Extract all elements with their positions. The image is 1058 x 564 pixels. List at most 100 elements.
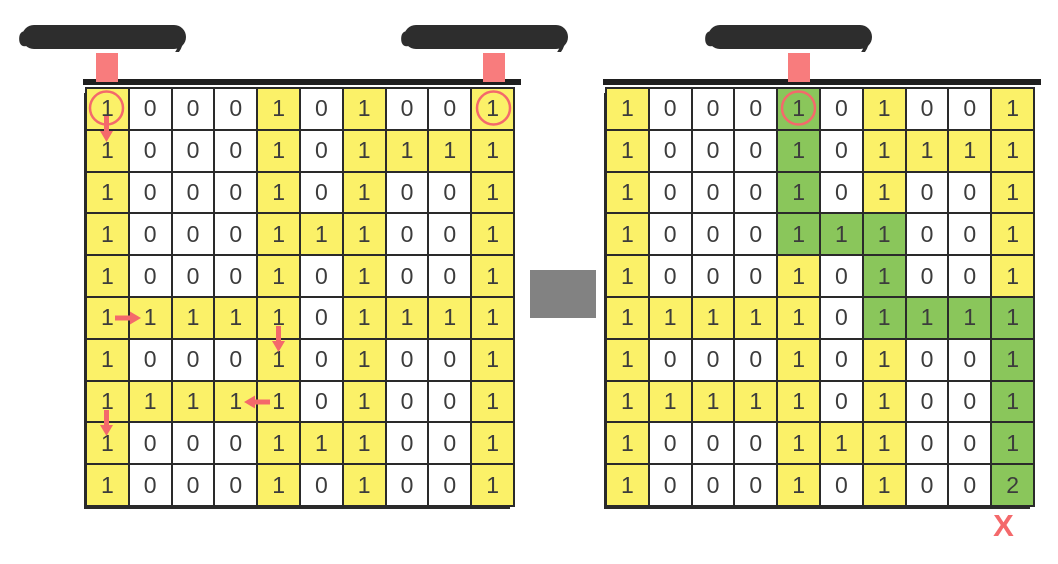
grid-cell-right-r2-c7: 0 (906, 172, 948, 213)
grid-cell-left-r5-c4: 1 (258, 297, 299, 338)
dfs-call-label-2: d ) (400, 22, 569, 52)
grid-cell-right-r9-c8: 0 (949, 465, 991, 505)
grid-cell-right-r6-c6: 1 (863, 339, 905, 380)
grid-cell-right-r3-c2: 0 (692, 214, 734, 255)
grid-cell-right-r9-c1: 0 (649, 465, 691, 505)
grid-cell-left-r5-c2: 1 (172, 297, 214, 338)
grid-cell-right-r5-c8: 1 (949, 297, 991, 338)
grid-cell-right-r7-c3: 1 (735, 381, 777, 422)
grid-cell-right-r2-c5: 0 (820, 172, 862, 213)
grid-cell-right-r7-c9: 1 (992, 381, 1033, 422)
grid-cell-right-r7-c2: 1 (692, 381, 734, 422)
grid-cell-left-r2-c2: 0 (172, 172, 214, 213)
grid-cell-left-r3-c1: 0 (129, 214, 171, 255)
grid-cell-left-r6-c7: 0 (386, 339, 428, 380)
grid-cell-left-r8-c7: 0 (386, 423, 428, 464)
grid-cell-left-r8-c2: 0 (172, 423, 214, 464)
grid-cell-right-r9-c6: 1 (863, 465, 905, 505)
grid-cell-left-r7-c8: 0 (429, 381, 471, 422)
grid-cell-right-r2-c3: 0 (735, 172, 777, 213)
grid-cell-right-r8-c3: 0 (735, 423, 777, 464)
grid-cell-right-r3-c8: 0 (949, 214, 991, 255)
grid-cell-right-r0-c0: 1 (607, 89, 648, 129)
grid-cell-right-r4-c4: 1 (778, 256, 819, 296)
grid-cell-right-r8-c9: 1 (992, 423, 1033, 464)
grid-cell-left-r3-c9: 1 (472, 214, 513, 255)
grid-cell-left-r9-c1: 0 (129, 465, 171, 505)
grid-cell-right-r3-c1: 0 (649, 214, 691, 255)
grid-cell-left-r3-c7: 0 (386, 214, 428, 255)
grid-cell-right-r5-c0: 1 (607, 297, 648, 338)
transform-arrow-block (530, 270, 596, 318)
grid-cell-left-r4-c2: 0 (172, 256, 214, 296)
grid-cell-right-r5-c6: 1 (863, 297, 905, 338)
grid-cell-right-r8-c6: 1 (863, 423, 905, 464)
grid-cell-left-r2-c5: 0 (300, 172, 342, 213)
grid-cell-left-r9-c8: 0 (429, 465, 471, 505)
grid-cell-left-r8-c5: 1 (300, 423, 342, 464)
dfs-call-label-1: d ) (18, 22, 187, 52)
grid-cell-right-r2-c8: 0 (949, 172, 991, 213)
grid-cell-right-r3-c3: 0 (735, 214, 777, 255)
grid-cell-right-r2-c0: 1 (607, 172, 648, 213)
grid-cell-left-r6-c3: 0 (215, 339, 257, 380)
grid-cell-right-r7-c1: 1 (649, 381, 691, 422)
grid-top-bar (603, 79, 1041, 85)
grid-cell-right-r6-c1: 0 (649, 339, 691, 380)
grid-cell-left-r0-c9: 1 (472, 89, 513, 129)
grid-cell-left-r2-c1: 0 (129, 172, 171, 213)
grid-cell-right-r3-c6: 1 (863, 214, 905, 255)
grid-cell-right-r5-c1: 1 (649, 297, 691, 338)
failure-x-mark: X (993, 508, 1014, 543)
grid-cell-right-r5-c7: 1 (906, 297, 948, 338)
grid-cell-left-r2-c6: 1 (343, 172, 385, 213)
grid-cell-left-r4-c1: 0 (129, 256, 171, 296)
redaction-bar (708, 25, 873, 49)
grid-cell-right-r8-c1: 0 (649, 423, 691, 464)
grid-cell-right-r3-c0: 1 (607, 214, 648, 255)
grid-cell-left-r0-c7: 0 (386, 89, 428, 129)
grid-cell-left-r5-c1: 1 (129, 297, 171, 338)
grid-cell-right-r4-c6: 1 (863, 256, 905, 296)
grid-cell-right-r0-c5: 0 (820, 89, 862, 129)
grid-cell-left-r8-c1: 0 (129, 423, 171, 464)
grid-cell-right-r4-c0: 1 (607, 256, 648, 296)
grid-cell-left-r7-c2: 1 (172, 381, 214, 422)
grid-cell-left-r1-c3: 0 (215, 130, 257, 171)
grid-cell-right-r2-c2: 0 (692, 172, 734, 213)
grid-cell-right-r8-c5: 1 (820, 423, 862, 464)
grid-cell-right-r1-c5: 0 (820, 130, 862, 171)
grid-cell-right-r0-c8: 0 (949, 89, 991, 129)
grid-cell-left-r2-c4: 1 (258, 172, 299, 213)
grid-cell-right-r7-c5: 0 (820, 381, 862, 422)
grid-cell-right-r7-c0: 1 (607, 381, 648, 422)
grid-cell-left-r4-c3: 0 (215, 256, 257, 296)
grid-cell-left-r6-c6: 1 (343, 339, 385, 380)
grid-cell-left-r3-c2: 0 (172, 214, 214, 255)
grid-cell-right-r2-c4: 1 (778, 172, 819, 213)
pointer-marker-2 (482, 53, 505, 82)
grid-cell-left-r7-c4: 1 (258, 381, 299, 422)
grid-cell-left-r6-c4: 1 (258, 339, 299, 380)
grid-cell-left-r7-c5: 0 (300, 381, 342, 422)
grid-cell-left-r9-c9: 1 (472, 465, 513, 505)
grid-cell-left-r3-c0: 1 (87, 214, 128, 255)
grid-cell-right-r4-c5: 0 (820, 256, 862, 296)
grid-cell-right-r6-c8: 0 (949, 339, 991, 380)
grid-cell-right-r1-c3: 0 (735, 130, 777, 171)
grid-cell-right-r4-c8: 0 (949, 256, 991, 296)
grid-cell-left-r3-c5: 1 (300, 214, 342, 255)
grid-cell-left-r2-c7: 0 (386, 172, 428, 213)
grid-cell-right-r0-c9: 1 (992, 89, 1033, 129)
grid-cell-left-r7-c0: 1 (87, 381, 128, 422)
grid-cell-right-r8-c7: 0 (906, 423, 948, 464)
grid-cell-left-r3-c8: 0 (429, 214, 471, 255)
grid-cell-left-r0-c5: 0 (300, 89, 342, 129)
grid-cell-left-r9-c6: 1 (343, 465, 385, 505)
grid-cell-right-r5-c4: 1 (778, 297, 819, 338)
grid-cell-left-r9-c7: 0 (386, 465, 428, 505)
grid-cell-left-r5-c5: 0 (300, 297, 342, 338)
